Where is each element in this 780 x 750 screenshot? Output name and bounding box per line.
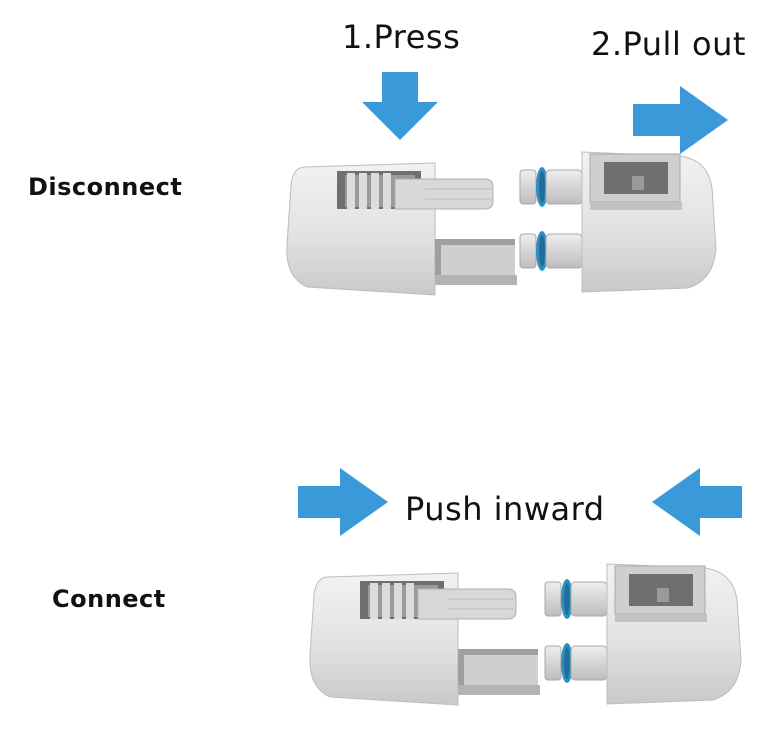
press-step-label: 1.Press — [342, 18, 461, 56]
arrow-left-icon — [652, 468, 742, 536]
connector-right-half — [519, 151, 717, 293]
push-inward-label: Push inward — [405, 490, 605, 528]
connector-left-half — [309, 572, 541, 706]
arrow-right-icon — [298, 468, 388, 536]
connect-label: Connect — [52, 585, 166, 613]
pull-out-step-label: 2.Pull out — [591, 25, 746, 63]
connector-right-half — [544, 563, 742, 705]
arrow-right-icon — [633, 86, 728, 154]
disconnect-label: Disconnect — [28, 173, 183, 201]
arrow-down-icon — [362, 72, 438, 140]
connector-left-half — [286, 162, 518, 296]
